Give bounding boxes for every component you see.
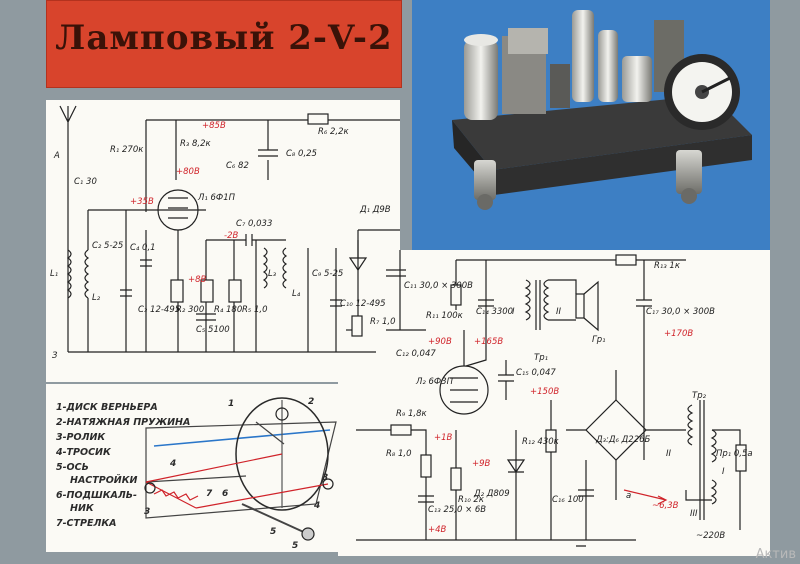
label-tube-l2: Л₂ 6Ф3П [415, 377, 454, 387]
callout-2: 2 [308, 397, 314, 407]
callout-7: 7 [206, 489, 213, 499]
dial-mechanism-drawing: 1 2 3 4 5 6 7 3 4 5 [144, 397, 337, 551]
watermark: Актив [755, 547, 796, 562]
label-tube-l1: Л₁ 6Ф1П [197, 193, 236, 203]
voltage-label: +8В [188, 275, 207, 285]
label-r13: R₁₃ 1к [654, 261, 681, 271]
label-coil-tr2-iii: III [690, 509, 698, 519]
callout-1: 1 [228, 399, 234, 409]
voltage-label: ~6,3В [652, 501, 679, 511]
label-c9: C₉ 5-25 [312, 269, 343, 279]
label-c11: C₁₁ 30,0 × 300В [404, 281, 473, 291]
receiver-chassis-illustration [452, 10, 752, 210]
label-l4: L₄ [292, 289, 301, 299]
label-d2: Д₂ Д809 [473, 489, 510, 499]
title-banner: Ламповый 2-V-2 [46, 0, 402, 88]
legend-item: 1-ДИСК ВЕРНЬЕРА [56, 402, 158, 413]
label-l1: L₁ [50, 269, 58, 279]
label-c12: C₁₂ 0,047 [396, 349, 436, 359]
label-c13: C₁₃ 25,0 × 6В [428, 505, 486, 515]
label-c14: C₁₄ 3300 [476, 307, 513, 317]
label-r7: R₇ 1,0 [370, 317, 396, 327]
legend-item: 5-ОСЬ [56, 462, 89, 473]
legend-item: 6-ПОДШКАЛЬ- [56, 490, 137, 501]
label-r3: R₃ 8,2к [180, 139, 212, 149]
label-coil-tr2-i: I [722, 467, 725, 477]
label-r5: R₅ 1,0 [242, 305, 268, 315]
label-l2: L₂ [92, 293, 101, 303]
voltage-label: +80В [176, 167, 200, 177]
label-c3: C₃ 12-495 [138, 305, 180, 315]
label-r4: R₄ 180 [214, 305, 242, 315]
label-d3d6: Д₃:Д₆ Д226Б [595, 435, 651, 445]
label-pr1: Пр₁ 0,5а [716, 449, 753, 459]
label-c2: C₂ 5-25 [92, 241, 123, 251]
label-r8: R₈ 1,0 [386, 449, 412, 459]
voltage-label: +4В [428, 525, 447, 535]
label-a: А [53, 151, 60, 161]
callout-6: 6 [222, 489, 228, 499]
voltage-label: +1В [434, 433, 453, 443]
voltage-label: +170В [664, 329, 693, 339]
voltage-label: +9В [472, 459, 491, 469]
voltage-label: +35В [130, 197, 154, 207]
label-r11: R₁₁ 100к [426, 311, 464, 321]
label-c4: C₄ 0,1 [130, 243, 156, 253]
legend-item: 7-СТРЕЛКА [56, 518, 117, 529]
callout-4: 4 [169, 459, 176, 469]
label-r12: R₁₂ 430к [522, 437, 560, 447]
legend-item: НАСТРОЙКИ [70, 475, 138, 486]
callout-4b: 4 [313, 501, 320, 511]
callout-3: 3 [144, 507, 150, 517]
circuit-schematic: А C₁ 30 R₁ 270к R₃ 8,2к C₆ 82 C₈ 0,25 R₆… [46, 100, 770, 556]
label-c17: C₁₇ 30,0 × 300В [646, 307, 715, 317]
label-a-small: а [626, 491, 631, 501]
label-c1: C₁ 30 [74, 177, 97, 187]
voltage-label: -2В [224, 231, 238, 241]
voltage-label: +150В [530, 387, 559, 397]
label-d1: Д₁ Д9В [359, 205, 391, 215]
legend-item: 3-РОЛИК [56, 432, 106, 443]
label-r10: R₁₀ 2к [458, 495, 485, 505]
label-c5: C₅ 5100 [196, 325, 230, 335]
legend-panel: 1-ДИСК ВЕРНЬЕРА 2-НАТЯЖНАЯ ПРУЖИНА 3-РОЛ… [46, 384, 338, 552]
label-c15: C₁₅ 0,047 [516, 368, 556, 378]
label-tr1: Тр₁ [534, 353, 548, 363]
callout-5b: 5 [292, 541, 298, 551]
receiver-photo [412, 0, 770, 250]
label-r9: R₉ 1,8к [396, 409, 428, 419]
label-c10: C₁₀ 12-495 [340, 299, 386, 309]
label-gr1: Гр₁ [592, 335, 606, 345]
label-coil-tr2-ii: II [666, 449, 672, 459]
voltage-label: +85В [202, 121, 226, 131]
legend-item: 4-ТРОСИК [56, 447, 111, 458]
label-coil-tr1-secondary: II [556, 307, 562, 317]
callout-5: 5 [270, 527, 276, 537]
label-z: З [52, 351, 58, 361]
label-r1: R₁ 270к [110, 145, 144, 155]
label-r2: R₂ 300 [176, 305, 204, 315]
label-c7: C₇ 0,033 [236, 219, 272, 229]
label-mains: ~220В [696, 531, 725, 541]
label-c16: C₁₆ 100 [552, 495, 584, 505]
label-r6: R₆ 2,2к [318, 127, 350, 137]
callout-3b: 3 [322, 473, 328, 483]
label-c8: C₈ 0,25 [286, 149, 317, 159]
label-coil-tr1-primary: I [512, 307, 515, 317]
voltage-label: +90В [428, 337, 452, 347]
label-l3: L₃ [268, 269, 277, 279]
legend-item: 2-НАТЯЖНАЯ ПРУЖИНА [56, 417, 191, 428]
voltage-label: +165В [474, 337, 503, 347]
label-tr2: Тр₂ [692, 391, 707, 401]
page-title: Ламповый 2-V-2 [55, 18, 393, 58]
legend-item: НИК [70, 503, 94, 514]
label-c6: C₆ 82 [226, 161, 249, 171]
